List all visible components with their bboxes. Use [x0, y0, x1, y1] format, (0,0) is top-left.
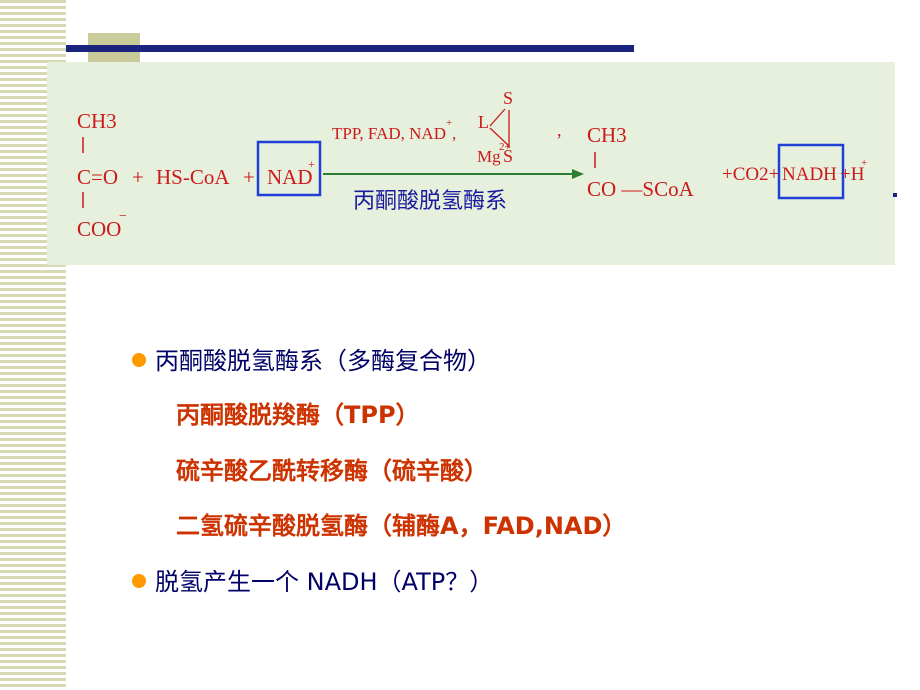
arrow-head-icon [572, 169, 584, 179]
nad-highlight-box [256, 140, 322, 197]
sub-item: 丙酮酸脱羧酶（TPP） [176, 400, 420, 430]
panel-edge-marker [893, 193, 897, 197]
proton-charge: + [861, 157, 867, 169]
nad: NAD [267, 165, 313, 189]
lipoic-l: L [478, 112, 489, 132]
sub-item-text: 丙酮酸脱羧酶（TPP） [176, 401, 420, 429]
cofactors-label: TPP, FAD, NAD [332, 124, 446, 143]
proton: +H [840, 164, 865, 185]
substrate-carbonyl: C=O [77, 165, 118, 189]
reaction-equation-panel: CH3 C=O COO − + HS-CoA + NAD + TPP, FAD,… [47, 62, 895, 265]
coenzyme-a: HS-CoA [156, 165, 230, 189]
bullet-text: 脱氢产生一个 NADH（ATP？） [155, 568, 494, 596]
reaction-equation: CH3 C=O COO − + HS-CoA + NAD + TPP, FAD,… [77, 88, 867, 241]
separator-comma: , [557, 120, 562, 140]
sub-item: 硫辛酸乙酰转移酶（硫辛酸） [176, 456, 488, 486]
plus-sign: + [243, 165, 255, 189]
nadh-highlight-box [777, 143, 845, 200]
nadh: NADH [782, 164, 837, 185]
magnesium: Mg [477, 147, 501, 166]
sub-item-text: 二氢硫辛酸脱氢酶（辅酶A，FAD,NAD） [176, 512, 627, 540]
title-bar [66, 45, 634, 52]
bullet-text: 丙酮酸脱氢酶系（多酶复合物） [155, 347, 491, 375]
bullet-dot-icon [132, 574, 146, 588]
lipoic-s-bottom: S [503, 146, 513, 166]
bullet-item: 脱氢产生一个 NADH（ATP？） [132, 567, 493, 597]
cofactors-comma: , [452, 124, 456, 143]
sub-item-text: 硫辛酸乙酰转移酶（硫辛酸） [176, 457, 488, 485]
lipoic-s-top: S [503, 88, 513, 108]
substrate-charge: − [119, 209, 127, 224]
product-acetyl-coa: CO —SCoA [587, 177, 695, 201]
substrate-ch3: CH3 [77, 109, 117, 133]
plus-sign: + [132, 165, 144, 189]
product-ch3: CH3 [587, 123, 627, 147]
magnesium-charge: 2+ [499, 141, 511, 153]
substrate-carboxylate: COO [77, 217, 121, 241]
cofactors-charge: + [446, 117, 452, 129]
bullet-item: 丙酮酸脱氢酶系（多酶复合物） [132, 346, 491, 376]
nad-charge: + [308, 157, 315, 171]
carbon-dioxide: +CO2+ [722, 164, 779, 185]
sub-item: 二氢硫辛酸脱氢酶（辅酶A，FAD,NAD） [176, 511, 626, 541]
bullet-dot-icon [132, 353, 146, 367]
enzyme-system-label: 丙酮酸脱氢酶系 [353, 189, 507, 214]
